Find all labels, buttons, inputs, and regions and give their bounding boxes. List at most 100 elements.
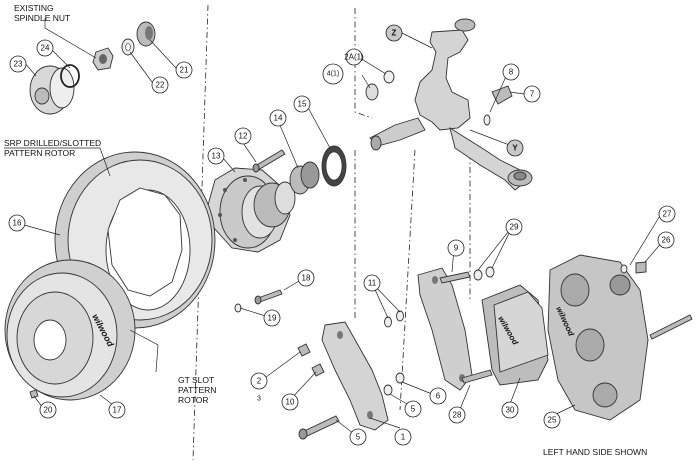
bolt-10 [439,271,471,284]
svg-text:17: 17 [113,406,122,415]
annotation-srp-1: SRP DRILLED/SLOTTED [4,138,101,148]
wheel-stud-13 [252,149,286,173]
callout-27: 26 [657,231,675,249]
svg-text:29: 29 [510,223,519,232]
spindle-nut [92,47,114,71]
svg-text:1: 1 [401,433,406,442]
callout-28: 27 [658,205,676,223]
svg-text:2: 2 [257,377,262,386]
svg-text:2A(1): 2A(1) [344,53,364,62]
svg-text:27: 27 [663,210,672,219]
svg-text:5: 5 [356,433,361,442]
callout-18: 17 [108,401,126,419]
svg-text:22: 22 [156,81,165,90]
callout-2: 2 [250,372,268,390]
bolt-2 [297,343,325,377]
bridge-bolt [649,314,693,340]
bracket-1 [321,321,389,431]
o-ring-25 [60,64,80,88]
svg-text:23: 23 [14,60,23,69]
callout-23: 22 [151,76,169,94]
spacer-4 [365,83,379,101]
callout-20: 19 [263,309,281,327]
washer-3 [383,70,395,84]
svg-text:4(1): 4(1) [327,71,339,78]
svg-text:7: 7 [530,90,535,99]
svg-text:11: 11 [368,279,377,288]
callout-22: 21 [175,61,193,79]
callout-29: 28 [448,406,466,424]
svg-text:24: 24 [41,44,50,53]
annotation-srp-2: PATTERN ROTOR [4,148,75,158]
bracket-29 [417,267,473,391]
callout-15: 14 [269,109,287,127]
callout-31: 30 [501,401,519,419]
seal-16 [321,145,347,187]
callout-10: 9 [447,239,465,257]
svg-text:3: 3 [257,396,261,403]
svg-text:30: 30 [506,406,515,415]
callout-4: 4(1) [322,63,344,85]
callout-16: 15 [293,95,311,113]
bleeder-27-28 [620,261,647,274]
callout-1: 1 [394,428,412,446]
bolt-29-pins [461,369,493,384]
callout-6: 5 [404,400,422,418]
caliper-26: wilwood [547,254,649,421]
bolt-19 [254,289,283,305]
hub-assembly [207,167,296,253]
screw-21 [29,389,39,399]
callout-9: 8 [502,63,520,81]
dust-cap-24 [29,65,75,115]
svg-text:28: 28 [453,411,462,420]
steering-knuckle [369,18,533,191]
callout-30: 29 [505,218,523,236]
footer-note: LEFT HAND SIDE SHOWN [543,447,647,457]
gt-rotor-18: wilwood [4,259,136,401]
annotation-gt-2: PATTERN [178,385,216,395]
callout-25: 24 [36,39,54,57]
callout-24: 23 [9,55,27,73]
svg-text:21: 21 [180,66,189,75]
annotation-gt-3: ROTOR [178,395,209,405]
callout-17: 16 [8,214,26,232]
callout-3: 2A(1) [344,48,364,66]
callout-13: 12 [234,127,252,145]
svg-text:8: 8 [509,68,514,77]
svg-text:18: 18 [302,274,311,283]
svg-text:Z: Z [392,29,397,38]
svg-text:6: 6 [436,392,441,401]
annotation-gt-1: GT SLOT [178,375,214,385]
callout-14: 13 [207,147,225,165]
spindle-nut-group [29,21,156,115]
svg-text:19: 19 [268,314,277,323]
callout-2a: 3 [257,396,261,403]
axis-marker-y: Y [506,139,524,157]
bolt-5 [298,415,340,440]
axis-marker-z: Z [385,24,403,42]
svg-text:10: 10 [286,398,295,407]
washer-7 [395,372,405,384]
callout-21: 20 [39,401,57,419]
svg-text:14: 14 [274,114,283,123]
bearing-15 [289,161,320,195]
callout-5: 5 [349,428,367,446]
svg-text:9: 9 [454,244,459,253]
callout-12: 11 [363,274,381,292]
callout-7: 6 [429,387,447,405]
callout-19: 18 [297,269,315,287]
svg-text:13: 13 [212,152,221,161]
brake-pads-31: wilwood [481,284,549,386]
svg-text:26: 26 [662,236,671,245]
leader-lines [4,18,665,438]
svg-text:Y: Y [512,144,518,153]
center-lines [192,4,471,461]
callout-11: 10 [281,393,299,411]
annotation-existing: EXISTING [14,3,54,13]
washer-6 [383,384,393,396]
callout-26: 25 [543,411,561,429]
annotation-spindle-nut: SPINDLE NUT [14,13,70,23]
callout-8: 7 [523,85,541,103]
